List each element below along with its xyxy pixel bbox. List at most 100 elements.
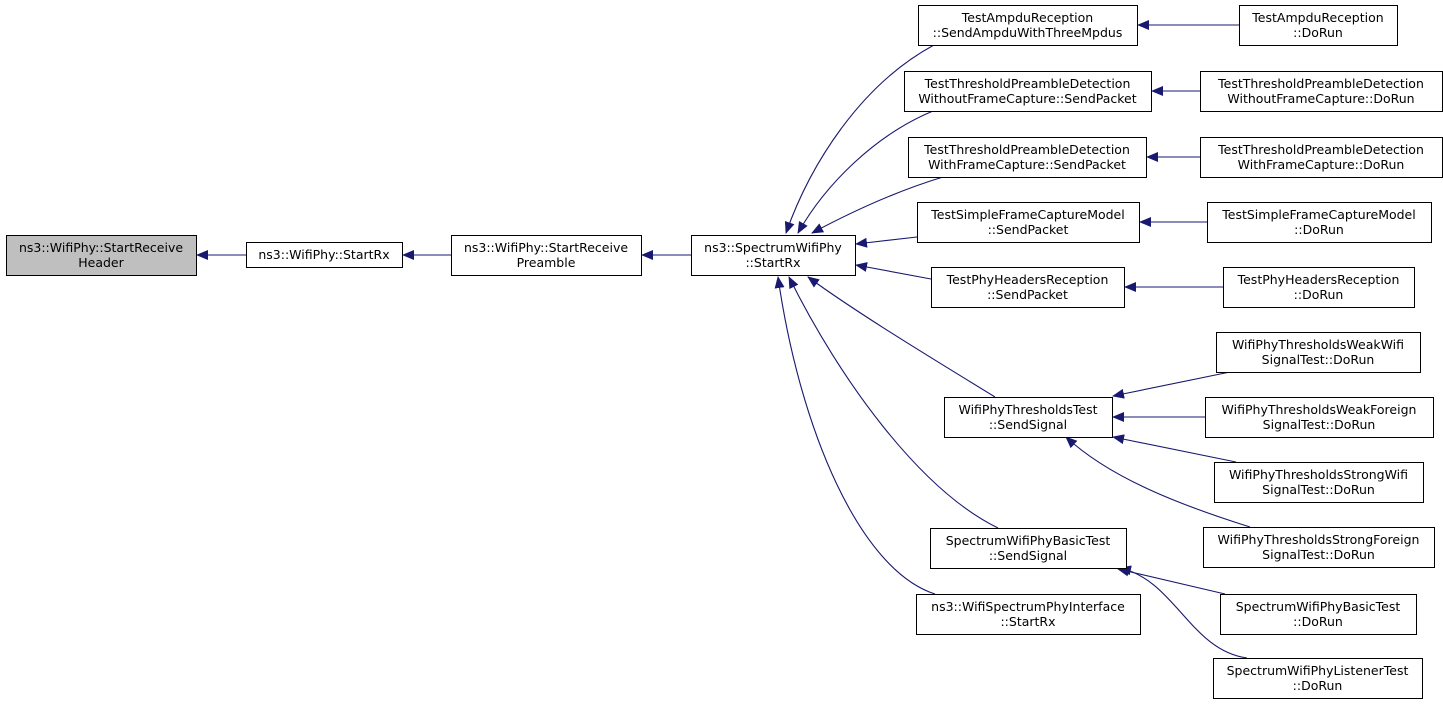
edge-n14-n3 — [807, 276, 996, 398]
node-label-line: SpectrumWifiPhyListenerTest — [1227, 663, 1409, 678]
graph-node-n17[interactable]: WifiPhyThresholdsStrongWifiSignalTest::D… — [1214, 462, 1424, 503]
node-label-line: ::SendSignal — [989, 417, 1067, 432]
node-box — [1220, 594, 1417, 635]
node-box — [1203, 527, 1435, 568]
node-label-line: TestAmpduReception — [961, 10, 1093, 25]
node-box — [1239, 5, 1398, 46]
node-label-line: ::StartRx — [745, 255, 800, 270]
node-label-line: WithoutFrameCapture::SendPacket — [918, 91, 1136, 106]
node-box — [1216, 332, 1421, 373]
edge-n19-n3 — [788, 276, 999, 529]
node-label-line: ::DoRun — [1294, 287, 1344, 302]
node-label-line: SignalTest::DoRun — [1262, 547, 1375, 562]
edge-n4-n3 — [784, 44, 935, 234]
node-box — [1200, 71, 1443, 112]
node-label-line: TestThresholdPreambleDetection — [1217, 76, 1424, 91]
graph-node-n8[interactable]: TestThresholdPreambleDetectionWithFrameC… — [908, 137, 1147, 178]
node-label-line: SignalTest::DoRun — [1262, 352, 1375, 367]
node-label-line: Header — [78, 255, 124, 270]
node-box — [1214, 462, 1424, 503]
graph-node-n11[interactable]: TestSimpleFrameCaptureModel::DoRun — [1207, 202, 1432, 243]
node-label-line: WifiPhyThresholdsStrongForeign — [1218, 532, 1420, 547]
graph-node-n18[interactable]: WifiPhyThresholdsStrongForeignSignalTest… — [1203, 527, 1435, 568]
node-label-line: ::SendPacket — [988, 222, 1069, 237]
edge-n15-n14 — [1112, 371, 1231, 399]
node-label-line: TestPhyHeadersReception — [1237, 272, 1400, 287]
node-label-line: ns3::WifiPhy::StartReceive — [464, 240, 628, 255]
graph-node-n7[interactable]: TestThresholdPreambleDetectionWithoutFra… — [1200, 71, 1443, 112]
edge-n8-n3 — [811, 176, 944, 234]
node-box — [1223, 267, 1415, 308]
node-label-line: TestThresholdPreambleDetection — [923, 142, 1130, 157]
node-label-line: Preamble — [517, 255, 576, 270]
node-label-line: SignalTest::DoRun — [1263, 417, 1376, 432]
node-label-line: TestSimpleFrameCaptureModel — [930, 207, 1124, 222]
node-box — [1205, 397, 1434, 438]
node-box — [6, 235, 197, 276]
node-label-line: ::StartRx — [1000, 614, 1055, 629]
graph-node-n20[interactable]: SpectrumWifiPhyBasicTest::DoRun — [1220, 594, 1417, 635]
node-box — [1207, 202, 1432, 243]
node-label-line: WifiPhyThresholdsStrongWifi — [1229, 467, 1408, 482]
node-label-line: WithFrameCapture::DoRun — [1238, 157, 1405, 172]
edge-n21-n19 — [1119, 565, 1248, 659]
node-label-line: ::SendAmpduWithThreeMpdus — [933, 25, 1123, 40]
edge-n12-n3 — [855, 262, 932, 280]
graph-node-n21[interactable]: SpectrumWifiPhyListenerTest::DoRun — [1213, 658, 1423, 699]
node-label-line: WifiPhyThresholdsTest — [958, 402, 1097, 417]
node-label-line: TestPhyHeadersReception — [946, 272, 1109, 287]
graph-node-n15[interactable]: WifiPhyThresholdsWeakWifiSignalTest::DoR… — [1216, 332, 1421, 373]
graph-node-n1[interactable]: ns3::WifiPhy::StartRx — [246, 242, 403, 268]
node-label-line: TestThresholdPreambleDetection — [924, 76, 1131, 91]
graph-node-n10[interactable]: TestSimpleFrameCaptureModel::SendPacket — [917, 202, 1140, 243]
graph-node-n12[interactable]: TestPhyHeadersReception::SendPacket — [931, 267, 1125, 308]
node-box — [451, 235, 642, 276]
node-label-line: SignalTest::DoRun — [1262, 482, 1375, 497]
node-box — [931, 267, 1125, 308]
graph-node-n22[interactable]: ns3::WifiSpectrumPhyInterface::StartRx — [916, 594, 1141, 635]
node-label-line: ns3::WifiPhy::StartRx — [258, 247, 389, 262]
node-box — [916, 594, 1141, 635]
node-label-line: ::SendPacket — [987, 287, 1068, 302]
node-box — [917, 202, 1140, 243]
graph-node-n19[interactable]: SpectrumWifiPhyBasicTest::SendSignal — [930, 528, 1127, 569]
node-label-line: SpectrumWifiPhyBasicTest — [946, 533, 1111, 548]
edge-n17-n14 — [1112, 434, 1237, 463]
graph-node-n13[interactable]: TestPhyHeadersReception::DoRun — [1223, 267, 1415, 308]
node-label-line: WifiPhyThresholdsWeakForeign — [1222, 402, 1417, 417]
node-label-line: ns3::WifiSpectrumPhyInterface — [931, 599, 1125, 614]
node-label-line: WithoutFrameCapture::DoRun — [1227, 91, 1414, 106]
node-box — [1213, 658, 1423, 699]
node-label-line: ::DoRun — [1293, 25, 1343, 40]
node-box — [904, 71, 1152, 112]
graph-node-n3[interactable]: ns3::SpectrumWifiPhy::StartRx — [691, 235, 856, 276]
edge-n6-n3 — [797, 110, 934, 234]
graph-node-n9[interactable]: TestThresholdPreambleDetectionWithFrameC… — [1200, 137, 1443, 178]
graph-node-n14[interactable]: WifiPhyThresholdsTest::SendSignal — [944, 397, 1113, 438]
edge-n18-n14 — [1065, 436, 1251, 528]
node-label-line: ::DoRun — [1293, 678, 1343, 693]
graph-node-n6[interactable]: TestThresholdPreambleDetectionWithoutFra… — [904, 71, 1152, 112]
graph-node-n4[interactable]: TestAmpduReception::SendAmpduWithThreeMp… — [918, 5, 1138, 46]
node-label-line: TestAmpduReception — [1251, 10, 1383, 25]
node-box — [246, 242, 403, 268]
edge-n22-n3 — [774, 276, 936, 595]
node-label-line: ::DoRun — [1293, 614, 1343, 629]
node-box — [944, 397, 1113, 438]
node-box — [930, 528, 1127, 569]
graph-node-n5[interactable]: TestAmpduReception::DoRun — [1239, 5, 1398, 46]
node-label-line: WifiPhyThresholdsWeakWifi — [1232, 337, 1404, 352]
node-label-line: ::DoRun — [1294, 222, 1344, 237]
node-label-line: ::SendSignal — [989, 548, 1067, 563]
node-label-line: ns3::WifiPhy::StartReceive — [19, 240, 183, 255]
node-label-line: SpectrumWifiPhyBasicTest — [1236, 599, 1401, 614]
edge-n10-n3 — [855, 236, 918, 248]
graph-node-n16[interactable]: WifiPhyThresholdsWeakForeignSignalTest::… — [1205, 397, 1434, 438]
node-box — [908, 137, 1147, 178]
node-label-line: TestThresholdPreambleDetection — [1217, 142, 1424, 157]
node-box — [691, 235, 856, 276]
node-box — [1200, 137, 1443, 178]
